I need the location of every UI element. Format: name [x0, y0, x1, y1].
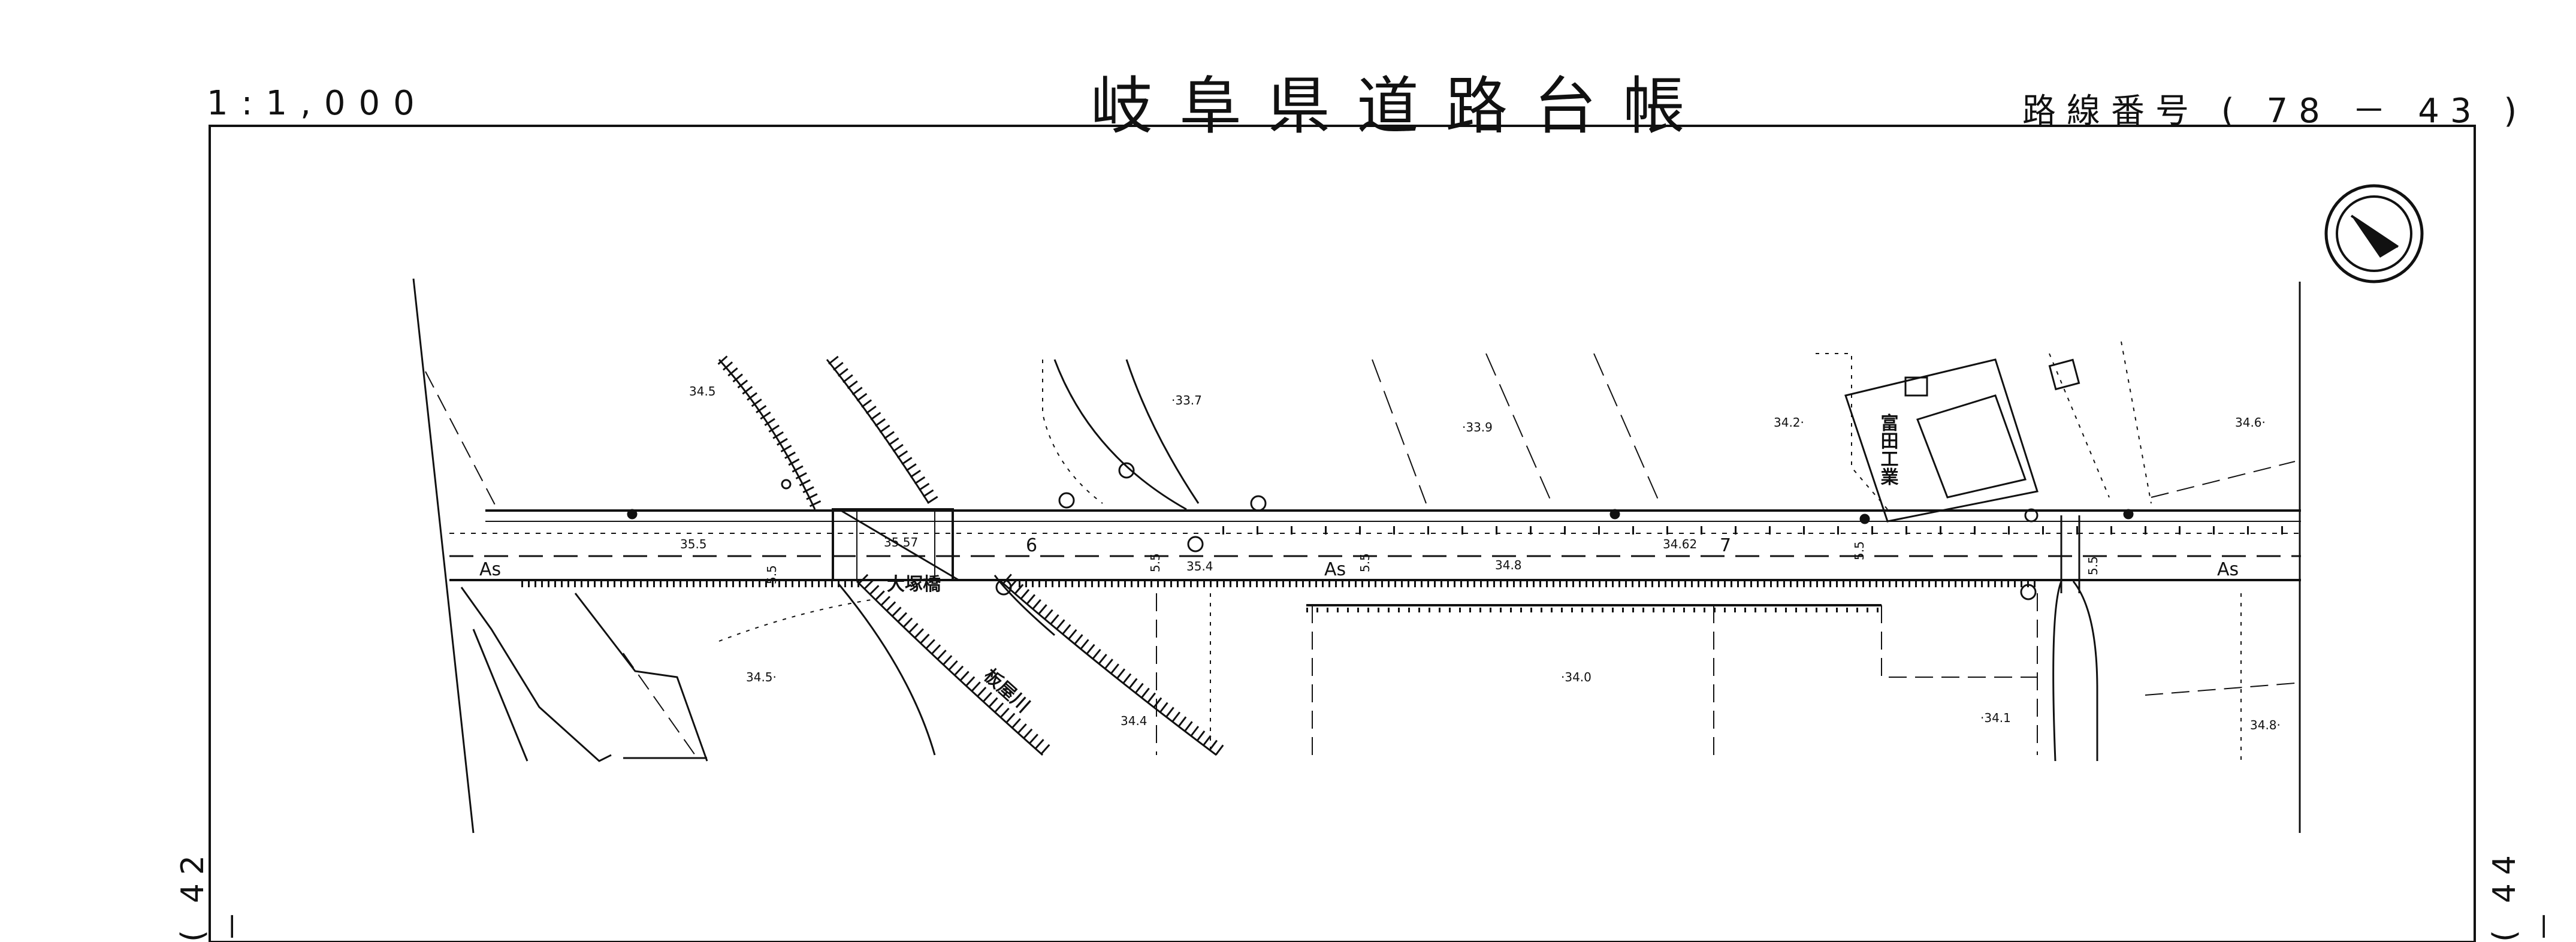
elevation-label: 34.5 [689, 384, 716, 398]
elevation-label: 34.5· [746, 670, 777, 684]
bridge-name: 大塚橋 [887, 574, 941, 595]
elevation-label: 35.4 [1186, 559, 1213, 573]
building-tomita [1844, 358, 2080, 523]
elevation-label: 34.62 [1663, 537, 1697, 551]
surface-as-label: As [1324, 559, 1346, 580]
north-arrow-icon [2324, 184, 2424, 283]
elevation-label: 34.6· [2235, 415, 2266, 430]
elevation-label: 34.8 [1495, 558, 1522, 572]
width-label: 5.5 [1148, 553, 1162, 572]
building-name: 富田工業 [1877, 413, 1899, 485]
width-label: 5.5 [2086, 556, 2100, 575]
elevation-label: ·34.1 [1980, 711, 2011, 725]
elevation-label: ·34.0 [1561, 670, 1591, 684]
station-number: 7 [1720, 535, 1731, 556]
elevation-label: 34.8· [2250, 718, 2281, 732]
map-frame [209, 125, 2476, 942]
main-road [449, 509, 2301, 612]
river-banks [717, 355, 1227, 757]
width-label: 5.5 [765, 565, 779, 584]
elevation-label: 34.2· [1774, 415, 1804, 430]
bridge [832, 508, 959, 581]
elevation-label: 34.4 [1121, 714, 1147, 728]
property-lines [412, 278, 2301, 834]
river-name: 板屋川 [980, 665, 1034, 717]
surface-as-label: As [479, 559, 501, 580]
map-scale: 1:1,000 [207, 84, 428, 123]
side-road-curves [1042, 359, 2098, 762]
page-title: 岐阜県道路台帳 [1091, 70, 1712, 143]
route-number: 路線番号 ( 78 － 43 ) [2022, 92, 2528, 131]
width-label: 5.5 [1852, 541, 1867, 560]
surface-as-label: As [2217, 559, 2239, 580]
station-number: 6 [1026, 535, 1037, 556]
poles [627, 462, 2134, 600]
elevation-label: ·33.7 [1171, 393, 1202, 407]
elevation-label: ·33.9 [1462, 420, 1493, 434]
elevation-label: 35.57 [884, 535, 918, 550]
elevation-label: 35.5 [680, 537, 707, 551]
width-label: 5.5 [1358, 553, 1372, 572]
